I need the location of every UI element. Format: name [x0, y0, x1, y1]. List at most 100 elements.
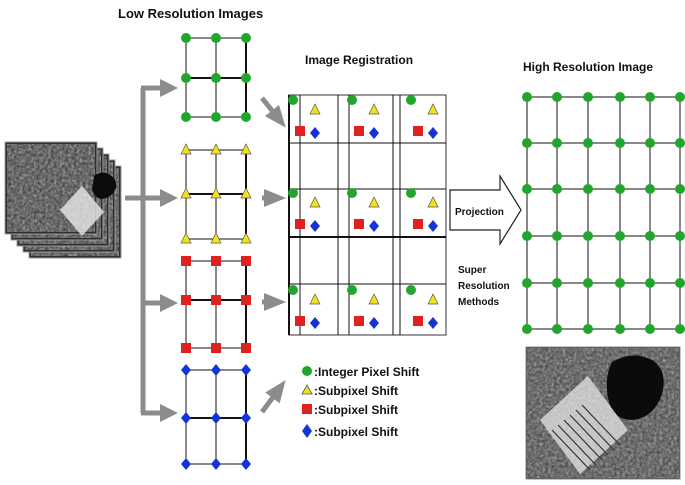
building-shape	[540, 376, 628, 474]
blue-diamond-icon	[241, 458, 251, 470]
green-circle-icon	[552, 184, 562, 194]
green-circle-icon	[522, 138, 532, 148]
arrow-head	[160, 79, 178, 97]
yellow-triangle-icon	[368, 103, 380, 115]
red-square-icon	[302, 404, 312, 414]
yellow-triangle-icon	[180, 187, 192, 199]
building-stripe	[557, 424, 597, 466]
green-circle-icon	[288, 285, 298, 295]
red-square-icon	[413, 126, 423, 136]
green-circle-icon	[583, 278, 593, 288]
green-circle-icon	[522, 184, 532, 194]
yellow-triangle-icon	[309, 103, 321, 115]
yellow-triangle-icon	[427, 103, 439, 115]
registration-arrows	[259, 96, 286, 414]
green-circle-icon	[241, 112, 251, 122]
green-circle-icon	[615, 324, 625, 334]
green-circle-icon	[583, 92, 593, 102]
blue-diamond-icon	[310, 220, 320, 232]
green-circle-icon	[552, 92, 562, 102]
green-circle-icon	[181, 112, 191, 122]
legend-item-subpixel-1: :Subpixel Shift	[301, 384, 398, 398]
green-circle-icon	[583, 184, 593, 194]
blue-diamond-icon	[369, 127, 379, 139]
yellow-triangle-icon	[427, 293, 439, 305]
green-circle-icon	[406, 95, 416, 105]
green-circle-icon	[302, 366, 312, 376]
red-square-icon	[241, 256, 251, 266]
yellow-triangle-icon	[301, 384, 313, 395]
registration-grid	[288, 94, 447, 336]
green-circle-icon	[645, 231, 655, 241]
arrow-head	[264, 293, 286, 311]
building-stripe	[575, 409, 615, 451]
green-circle-icon	[615, 92, 625, 102]
arrow-head	[160, 404, 178, 422]
blue-diamond-icon	[302, 424, 312, 438]
blue-diamond-icon	[428, 220, 438, 232]
red-square-icon	[211, 343, 221, 353]
legend-item-subpixel-3: :Subpixel Shift	[302, 424, 398, 439]
red-square-icon	[354, 316, 364, 326]
red-square-icon	[295, 316, 305, 326]
yellow-triangle-icon	[309, 293, 321, 305]
green-circle-icon	[522, 324, 532, 334]
low-res-grids	[180, 33, 252, 470]
low-res-title: Low Resolution Images	[118, 6, 263, 21]
green-circle-icon	[615, 184, 625, 194]
yellow-triangle-icon	[309, 196, 321, 208]
green-circle-icon	[583, 138, 593, 148]
yellow-triangle-icon	[427, 196, 439, 208]
input-image-stack	[4, 141, 122, 259]
green-circle-icon	[241, 73, 251, 83]
red-square-icon	[181, 343, 191, 353]
green-circle-icon	[522, 278, 532, 288]
building-stripe	[581, 404, 621, 446]
green-circle-icon	[181, 33, 191, 43]
green-circle-icon	[347, 188, 357, 198]
green-circle-icon	[615, 231, 625, 241]
green-circle-icon	[522, 231, 532, 241]
yellow-triangle-icon	[240, 232, 252, 244]
green-circle-icon	[675, 138, 685, 148]
red-square-icon	[211, 256, 221, 266]
projection-label: Projection	[455, 207, 504, 218]
building-shape	[60, 186, 104, 236]
red-square-icon	[181, 256, 191, 266]
legend-item-subpixel-2: :Subpixel Shift	[302, 403, 398, 417]
green-circle-icon	[675, 324, 685, 334]
green-circle-icon	[522, 92, 532, 102]
green-circle-icon	[288, 95, 298, 105]
blue-diamond-icon	[241, 364, 251, 376]
arrow-head	[160, 189, 178, 207]
green-circle-icon	[645, 138, 655, 148]
legend-label: :Subpixel Shift	[314, 425, 398, 439]
green-circle-icon	[552, 231, 562, 241]
blue-diamond-icon	[211, 412, 221, 424]
building-stripe	[563, 419, 603, 461]
red-square-icon	[413, 219, 423, 229]
yellow-triangle-icon	[368, 293, 380, 305]
blue-diamond-icon	[369, 220, 379, 232]
high-res-photo	[525, 346, 681, 480]
yellow-triangle-icon	[210, 232, 222, 244]
yellow-triangle-icon	[210, 187, 222, 199]
blue-diamond-icon	[369, 317, 379, 329]
green-circle-icon	[615, 278, 625, 288]
green-circle-icon	[347, 95, 357, 105]
blue-diamond-icon	[310, 317, 320, 329]
green-circle-icon	[211, 73, 221, 83]
high-res-title: High Resolution Image	[523, 60, 653, 74]
yellow-triangle-icon	[240, 143, 252, 155]
red-square-icon	[354, 219, 364, 229]
arrow-head	[264, 104, 286, 128]
high-res-grid	[522, 92, 685, 334]
lake-shape	[92, 172, 117, 199]
blue-diamond-icon	[428, 317, 438, 329]
green-circle-icon	[406, 188, 416, 198]
legend: :Integer Pixel Shift :Subpixel Shift :Su…	[301, 365, 419, 439]
red-square-icon	[354, 126, 364, 136]
yellow-triangle-icon	[240, 187, 252, 199]
green-circle-icon	[675, 92, 685, 102]
